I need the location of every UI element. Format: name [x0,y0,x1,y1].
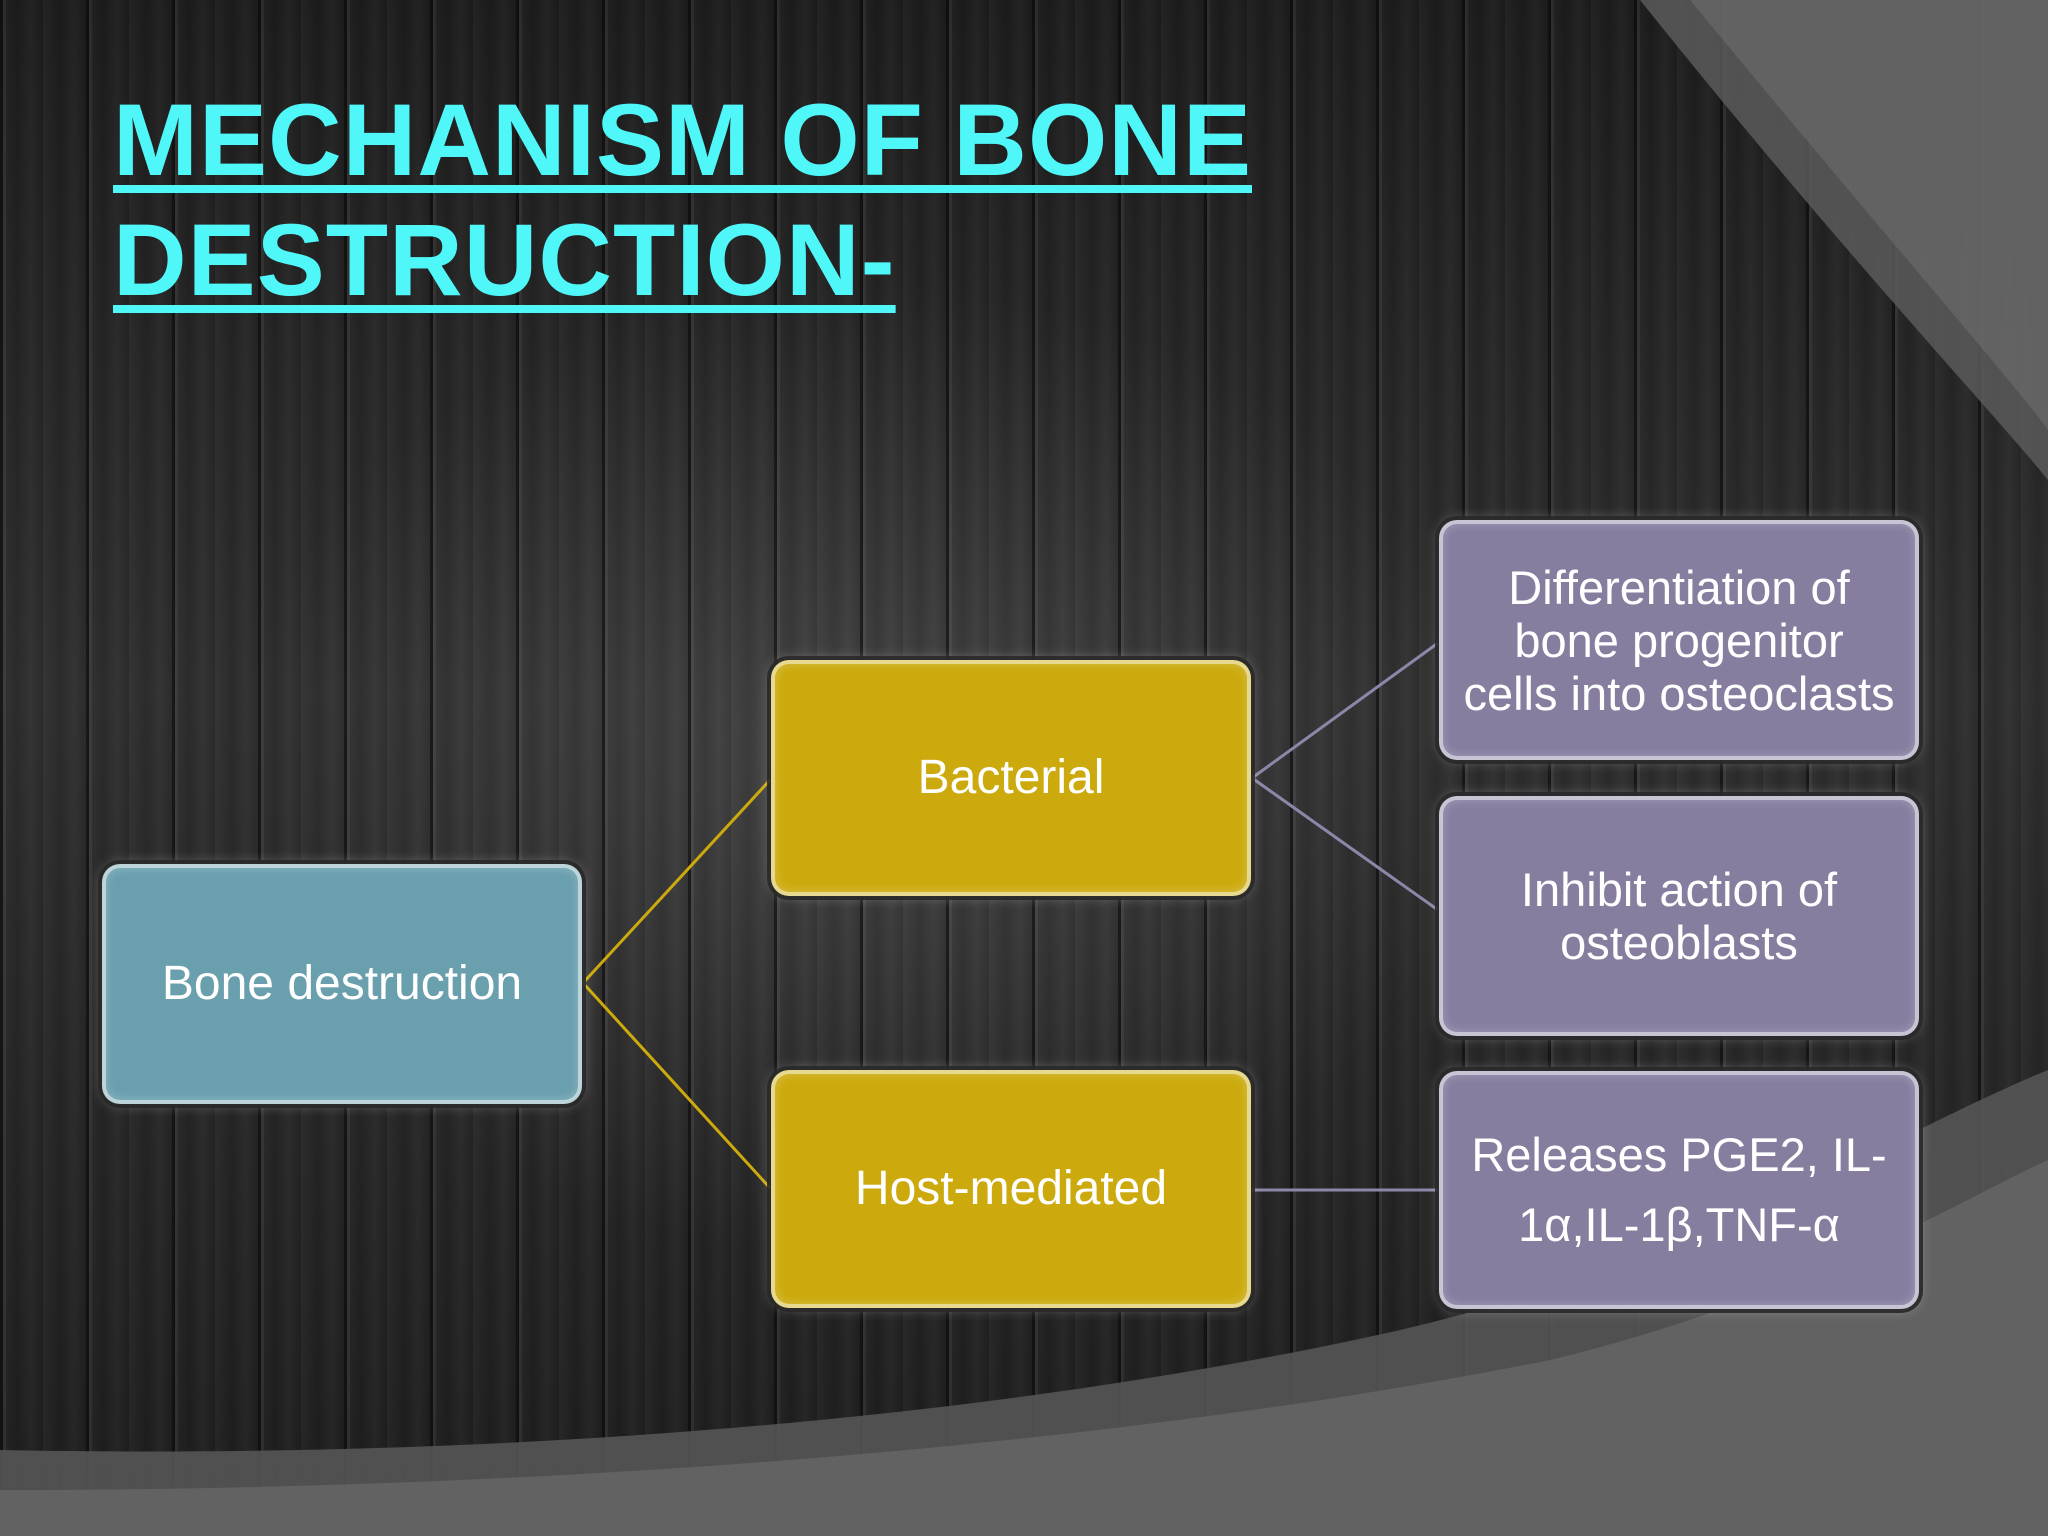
connector-bacterial-to-differentiation [1251,641,1439,780]
node-bacterial: Bacterial [771,660,1251,896]
slide-title: MECHANISM OF BONE DESTRUCTION- [113,83,1252,317]
node-inhibit-osteoblasts: Inhibit action of osteoblasts [1439,796,1919,1036]
node-differentiation: Differentiation of bone progenitor cells… [1439,520,1919,760]
node-releases-mediators: Releases PGE2, IL-1α,IL-1β,TNF-α [1439,1071,1919,1309]
node-bone-destruction: Bone destruction [102,864,582,1104]
connector-root-to-bacterial [581,778,772,985]
connector-root-to-host-mediated [581,981,772,1190]
connector-bacterial-to-inhibit [1251,776,1439,912]
node-host-mediated: Host-mediated [771,1070,1251,1308]
